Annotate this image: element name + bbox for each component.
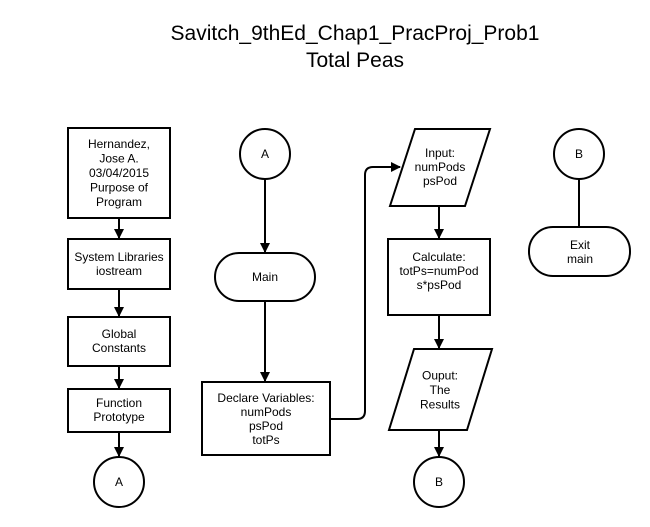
- system-libraries-text-line: iostream: [96, 264, 142, 278]
- connector-a-bottom: A: [93, 456, 145, 508]
- calculate-text-line: Calculate:: [412, 250, 465, 264]
- connector-b-top: B: [553, 128, 605, 180]
- declare-variables-text-line: Declare Variables:: [217, 391, 314, 405]
- arrow-declare-to-input: [330, 162, 401, 420]
- connector-a-bottom-label-line: A: [115, 475, 123, 489]
- header-info-text-line: Jose A.: [99, 152, 138, 166]
- main-terminal: Main: [214, 252, 316, 302]
- input-text-line: psPod: [423, 174, 457, 188]
- input-text-line: numPods: [415, 160, 466, 174]
- calculate-text-line: s*psPod: [417, 278, 462, 292]
- diagram-title: Savitch_9thEd_Chap1_PracProj_Prob1: [171, 22, 540, 45]
- declare-variables-text-line: numPods: [241, 405, 292, 419]
- header-info-text-line: 03/04/2015: [89, 166, 149, 180]
- function-prototype-text-line: Function: [96, 396, 142, 410]
- declare-variables-text-line: totPs: [252, 433, 279, 447]
- calculate-text-line: totPs=numPod: [399, 264, 478, 278]
- connector-b-bottom-label: B: [435, 475, 443, 489]
- header-info-text-line: Purpose of: [90, 181, 149, 195]
- connector-a-top-label: A: [261, 147, 269, 161]
- output-text-line: Results: [420, 398, 460, 412]
- header-info-text-line: Hernandez,: [88, 137, 150, 151]
- main-terminal-text-line: Main: [252, 270, 278, 284]
- connector-a-top-label-line: A: [261, 147, 269, 161]
- main-terminal-text: Main: [252, 270, 278, 284]
- global-constants-text-line: Constants: [92, 341, 146, 355]
- system-libraries-text-line: System Libraries: [74, 250, 163, 264]
- function-prototype-text-line: Prototype: [93, 410, 145, 424]
- connector-b-top-label-line: B: [575, 147, 583, 161]
- connector-a-top: A: [239, 128, 291, 180]
- header-info-text-line: Program: [96, 195, 142, 209]
- output-text-line: Ouput:: [422, 369, 458, 383]
- connector-b-bottom: B: [413, 456, 465, 508]
- output-text-line: The: [430, 383, 451, 397]
- input-text-line: Input:: [425, 146, 455, 160]
- connector-b-bottom-label-line: B: [435, 475, 443, 489]
- exit-main-text-line: Exit: [570, 238, 591, 252]
- global-constants-text-line: Global: [102, 327, 137, 341]
- connector-a-bottom-label: A: [115, 475, 123, 489]
- diagram-subtitle: Total Peas: [306, 49, 404, 72]
- exit-main-text-line: main: [567, 252, 593, 266]
- connector-b-top-label: B: [575, 147, 583, 161]
- declare-variables-text-line: psPod: [249, 419, 283, 433]
